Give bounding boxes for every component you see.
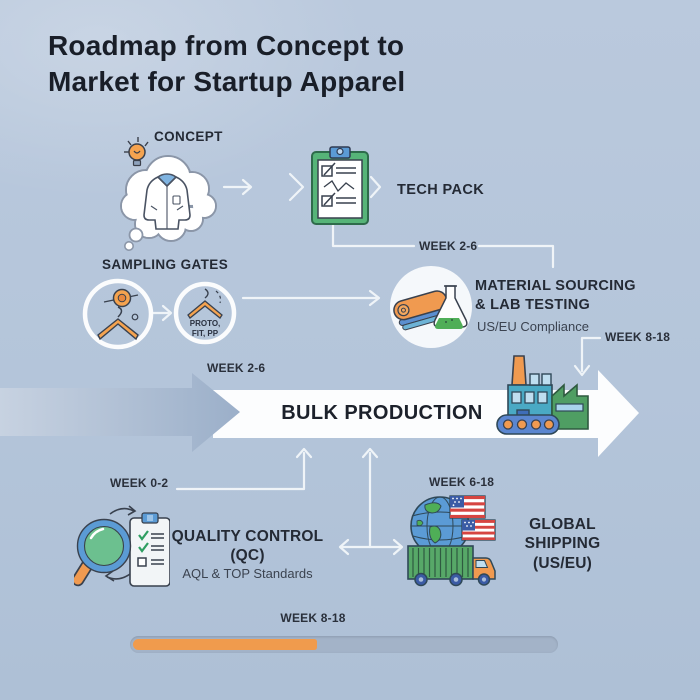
bulk-week: WEEK 2-6 <box>207 361 266 375</box>
hanger-button-icon <box>82 278 154 350</box>
container-truck <box>407 545 496 587</box>
fabric-roll-flask-icon <box>390 266 472 348</box>
material-week: WEEK 8-18 <box>605 330 671 344</box>
grey-lead-arrow <box>0 373 240 452</box>
factory-icon <box>496 355 589 435</box>
shipping-week: WEEK 6-18 <box>429 475 495 489</box>
timeline-progress-track <box>130 636 558 653</box>
material-line-2: & LAB TESTING <box>475 297 591 314</box>
connector-concept-to-techpack <box>222 172 382 202</box>
qc-text-block: QUALITY CONTROL (QC) AQL & TOP Standards <box>155 527 340 582</box>
thought-bubble-jacket-icon <box>120 137 217 252</box>
material-subtitle: US/EU Compliance <box>477 319 589 334</box>
thought-bubble-tiny <box>123 241 134 252</box>
us-flag-2 <box>461 519 496 541</box>
qc-label: QUALITY CONTROL (QC) <box>171 528 324 565</box>
gate-line-1: PROTO, <box>189 319 221 328</box>
shipping-text-block: GLOBAL SHIPPING (US/EU) <box>495 515 630 573</box>
bulk-production-label: BULK PRODUCTION <box>281 402 483 424</box>
jacket-icon <box>143 173 191 230</box>
thought-bubble-small <box>128 227 144 243</box>
connector-sampling-gate-arrow <box>149 304 173 322</box>
sampling-gate-text: PROTO, FIT, PP <box>178 319 232 338</box>
hanger-icon <box>173 281 237 345</box>
sampling-gates-label: SAMPLING GATES <box>102 257 229 272</box>
timeline-week: WEEK 8-18 <box>280 611 346 625</box>
page-title: Roadmap from Concept to Market for Start… <box>48 30 406 97</box>
us-flag-1 <box>449 495 486 519</box>
tech-pack-label: TECH PACK <box>397 182 485 198</box>
connector-week818-to-factory <box>573 336 602 377</box>
gate-line-2: FIT, PP <box>191 328 219 338</box>
tech-pack-week: WEEK 2-6 <box>419 239 478 253</box>
material-sourcing-label: MATERIAL SOURCING & LAB TESTING <box>475 277 636 315</box>
clipboard-checklist-icon <box>311 146 369 225</box>
globe-flags-truck-icon <box>407 495 496 587</box>
band-arrowhead <box>598 370 639 457</box>
shipping-line-1: GLOBAL SHIPPING <box>524 516 601 553</box>
material-line-1: MATERIAL SOURCING <box>475 278 636 294</box>
connector-techpack-to-material <box>331 219 555 269</box>
shipping-line-2: (US/EU) <box>532 554 593 572</box>
timeline-progress-fill <box>133 639 318 650</box>
concept-label: CONCEPT <box>154 129 223 144</box>
qc-subtitle: AQL & TOP Standards <box>182 565 313 581</box>
connector-qc-shipping-band <box>338 447 404 556</box>
qc-week: WEEK 0-2 <box>110 476 169 490</box>
connector-week02-to-band <box>175 447 313 491</box>
connector-sampling-to-material <box>241 289 381 307</box>
lightbulb-icon <box>124 137 149 167</box>
magnifier-checklist-icon <box>74 505 170 587</box>
